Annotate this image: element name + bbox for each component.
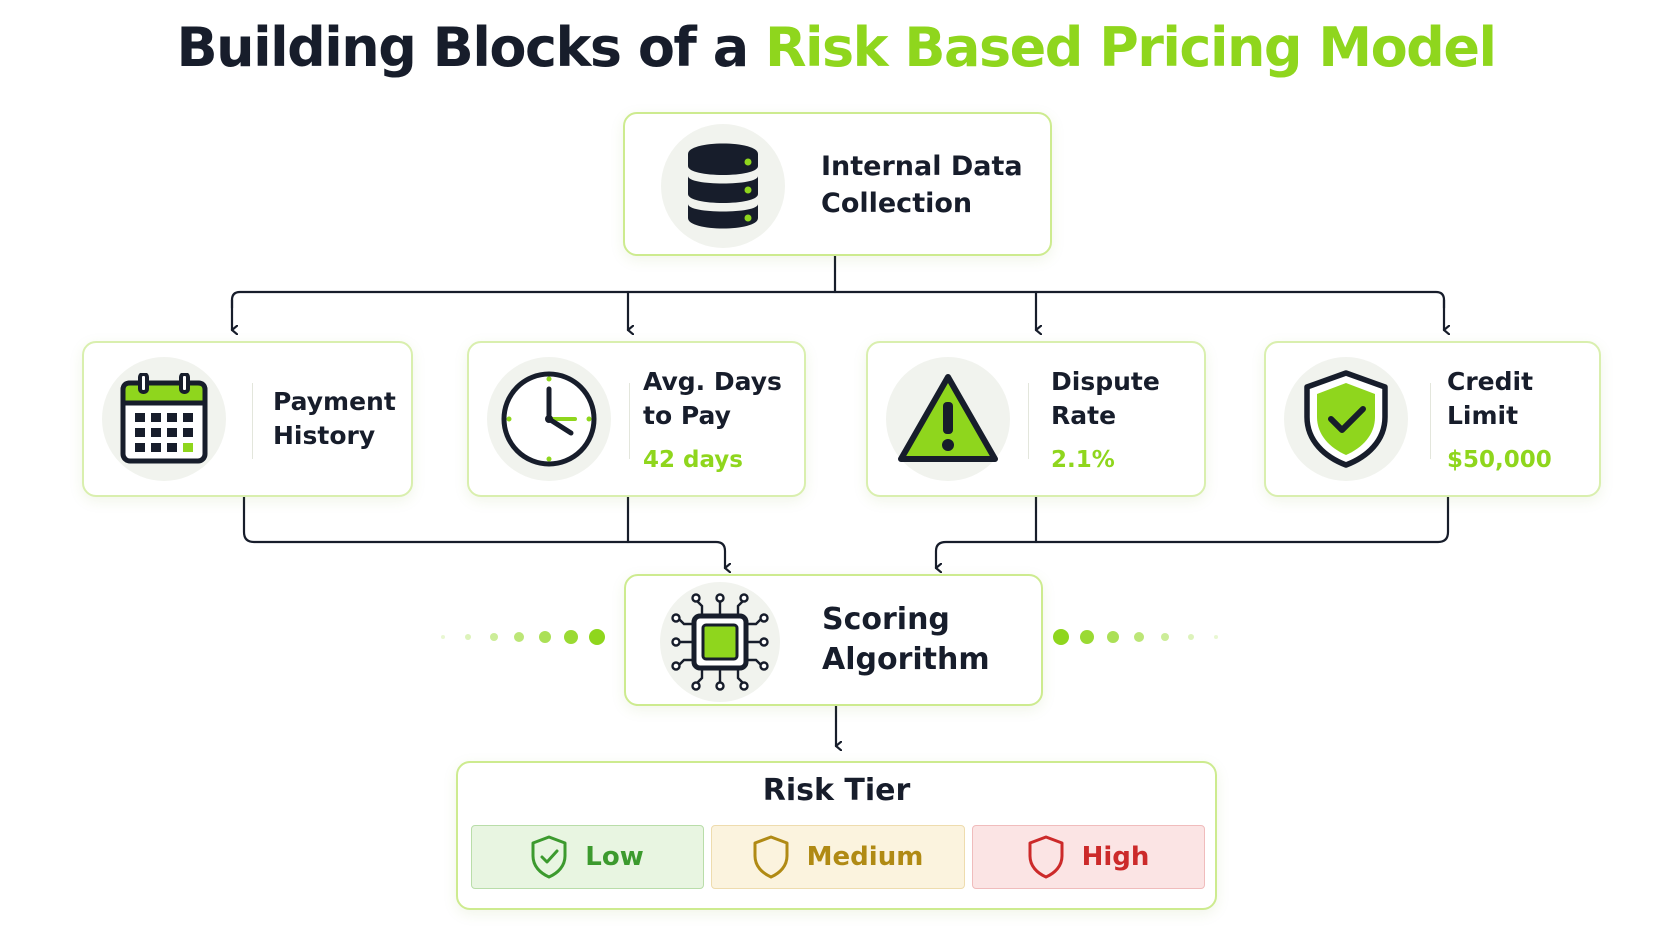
avg-days-to-pay-card: Avg. Days to Pay 42 days <box>467 341 806 497</box>
shield-check-icon <box>1304 370 1388 468</box>
tier-high-label: High <box>1081 842 1150 872</box>
divider <box>1028 383 1029 459</box>
connector-left-merge <box>242 495 725 568</box>
calendar-icon <box>120 373 208 464</box>
title-part-2: Risk Based Pricing Model <box>764 16 1497 79</box>
tier-low-label: Low <box>585 842 644 872</box>
credit-limit-card: Credit Limit $50,000 <box>1264 341 1601 497</box>
source-label-line-2: Collection <box>821 188 973 219</box>
shield-check-icon <box>531 835 567 879</box>
warning-icon <box>898 374 998 462</box>
title-part-1: Building Blocks of a <box>176 16 765 79</box>
avg-days-value: 42 days <box>643 447 743 473</box>
credit-limit-line-2: Limit <box>1447 401 1519 430</box>
scoring-algorithm-card: Scoring Algorithm <box>624 574 1043 706</box>
decorative-dots-left <box>441 629 605 645</box>
credit-limit-value: $50,000 <box>1447 447 1552 473</box>
shield-icon <box>1028 835 1064 879</box>
divider <box>252 383 253 459</box>
internal-data-collection-card: Internal Data Collection <box>623 112 1052 256</box>
divider <box>1430 383 1431 459</box>
scoring-line-2: Algorithm <box>822 642 990 677</box>
payment-history-card: Payment History <box>82 341 413 497</box>
dispute-rate-line-2: Rate <box>1051 401 1117 430</box>
payment-history-line-1: Payment <box>273 387 396 416</box>
risk-tier-panel: Risk Tier Low Medium High <box>456 761 1217 910</box>
scoring-line-1: Scoring <box>822 602 950 637</box>
database-icon <box>688 143 758 229</box>
credit-limit-line-1: Credit <box>1447 367 1534 396</box>
source-label-line-1: Internal Data <box>821 151 1023 182</box>
divider <box>629 383 630 459</box>
dispute-rate-line-1: Dispute <box>1051 367 1160 396</box>
tier-low: Low <box>471 825 704 889</box>
payment-history-line-2: History <box>273 421 376 450</box>
tier-medium: Medium <box>711 825 965 889</box>
dispute-rate-card: Dispute Rate 2.1% <box>866 341 1206 497</box>
chip-icon <box>671 593 769 691</box>
avg-days-line-2: to Pay <box>643 401 731 430</box>
tier-medium-label: Medium <box>806 842 924 872</box>
avg-days-line-1: Avg. Days <box>643 367 782 396</box>
page-title: Building Blocks of a Risk Based Pricing … <box>0 16 1672 79</box>
decorative-dots-right <box>1053 629 1218 645</box>
risk-tier-title: Risk Tier <box>762 773 911 808</box>
connector-right-merge <box>934 495 1450 568</box>
dispute-rate-value: 2.1% <box>1051 447 1115 473</box>
clock-icon <box>501 371 597 467</box>
connector-distribution-bar <box>230 290 1446 310</box>
tier-high: High <box>972 825 1205 889</box>
shield-icon <box>753 835 789 879</box>
